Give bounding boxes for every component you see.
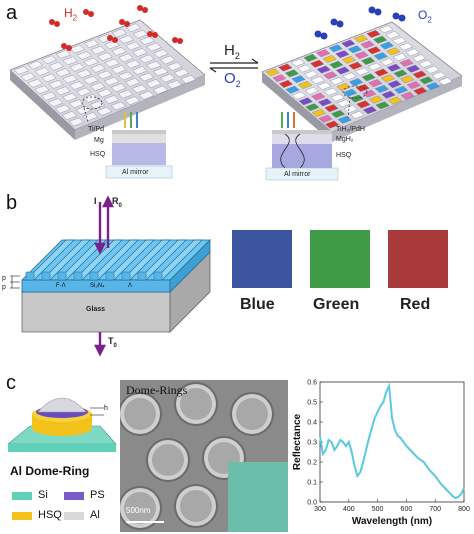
scale-bar-label: 500nm	[126, 506, 151, 515]
y-tick-label: 0.1	[307, 480, 317, 487]
y-tick-label: 0.5	[307, 400, 317, 407]
transmitted-label: T0	[108, 336, 117, 349]
panel-a-illustration	[9, 5, 463, 181]
arrow-label-o2: O2	[224, 70, 241, 89]
right-layer-hsq: HSQ	[336, 152, 352, 159]
legend-swatch-ps	[64, 492, 84, 500]
swatch-blue	[232, 230, 292, 288]
legend-swatch-si	[12, 492, 32, 500]
left-mirror-label: Al mirror	[122, 169, 149, 176]
left-layer-hsq: HSQ	[90, 151, 106, 158]
x-tick-label: 800	[458, 506, 470, 513]
gas-label-h2: H2	[64, 6, 78, 23]
right-plate	[261, 21, 463, 142]
x-tick-label: 400	[343, 506, 355, 513]
x-tick-label: 700	[429, 506, 441, 513]
left-layer-tipd: Ti/Pd	[88, 126, 105, 133]
y-tick-label: 0.6	[307, 380, 317, 387]
gas-label-o2: O2	[418, 8, 432, 25]
dome-ring-title: Al Dome-Ring	[10, 464, 90, 478]
y-tick-label: 0.2	[307, 460, 317, 467]
period-label: Λ	[128, 283, 133, 289]
right-layer-stack	[265, 112, 339, 181]
o2-molecules	[314, 6, 406, 40]
grating-illustration	[10, 195, 211, 357]
left-plate	[9, 19, 206, 140]
legend-label-ps: PS	[90, 489, 105, 501]
panel-c-letter: c	[6, 372, 16, 394]
thickness-label-top: p	[2, 275, 6, 282]
y-tick-label: 0.4	[307, 420, 317, 427]
swatch-label-green: Green	[313, 296, 360, 313]
x-tick-label: 600	[401, 506, 413, 513]
right-mirror-label: Al mirror	[284, 171, 311, 178]
legend-swatch-hsq	[12, 512, 32, 520]
thickness-label-bottom: p	[2, 284, 6, 291]
left-layer-mg: Mg	[94, 137, 104, 144]
legend-label-al: Al	[90, 509, 100, 521]
reversible-arrows	[209, 58, 259, 73]
swatch-green	[310, 230, 370, 288]
swatch-label-red: Red	[400, 296, 431, 313]
x-tick-label: 500	[372, 506, 384, 513]
reflected-label: R0	[112, 196, 122, 209]
arrow-label-h2: H2	[224, 42, 240, 61]
right-layer-tih2pdh: TiH₂/PdH	[336, 126, 365, 133]
panel-b-letter: b	[6, 192, 18, 214]
x-axis-label: Wavelength (nm)	[352, 516, 432, 527]
swatch-red	[388, 230, 448, 288]
legend-swatch-al	[64, 512, 84, 520]
y-tick-label: 0.3	[307, 440, 317, 447]
h2-molecules	[49, 5, 183, 51]
right-layer-mgh2: MgH₂	[336, 136, 354, 143]
dome-ring-illustration	[7, 397, 117, 452]
x-tick-label: 300	[314, 506, 326, 513]
sem-title: Dome-Rings	[126, 383, 188, 397]
si3n4-label: Si₃N₄	[90, 283, 105, 289]
fill-factor-label: F·Λ	[56, 283, 66, 289]
legend-label-si: Si	[38, 489, 48, 501]
panel-a-letter: a	[6, 2, 18, 24]
incident-label: I	[94, 196, 97, 206]
sem-micrograph	[120, 380, 288, 532]
reflectance-chart: 300 400 500 600 700 800 0.0 0.1 0.2 0.3 0.4 0.5 0.6W…	[292, 380, 470, 528]
glass-label: Glass	[86, 306, 106, 313]
swatch-label-blue: Blue	[240, 296, 275, 313]
y-axis-label: Reflectance	[292, 413, 303, 470]
legend-label-hsq: HSQ	[38, 509, 62, 521]
y-tick-label: 0.0	[307, 500, 317, 507]
height-label: h	[104, 405, 108, 412]
reflectance-series-line	[319, 382, 465, 500]
left-layer-stack	[105, 112, 173, 179]
